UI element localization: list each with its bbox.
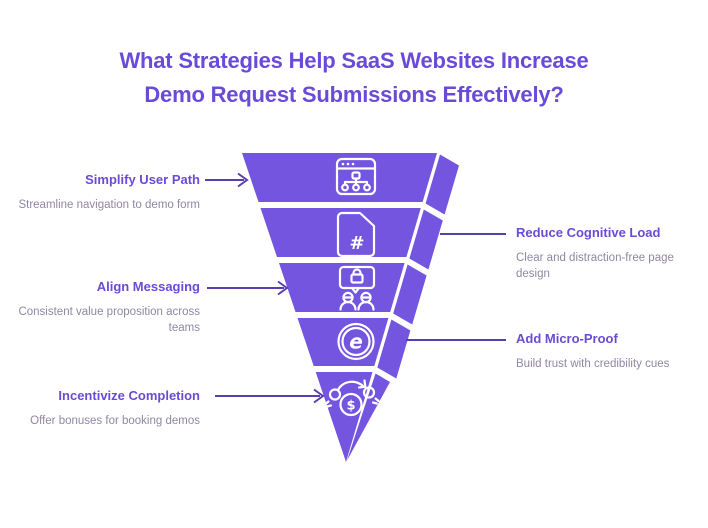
label-align-messaging: Align Messaging Consistent value proposi… [18,279,200,336]
label-description: Build trust with credibility cues [516,358,670,370]
label-description: Clear and distraction-free page design [516,252,674,280]
funnel-tier-3-side [393,264,427,325]
file-hashtag-icon: # [336,211,376,258]
arrow-align-messaging [207,280,289,296]
secure-meeting-icon [338,265,376,311]
funnel-tiers [242,153,459,462]
e-commerce-circle-icon: e [337,322,375,361]
label-description: Streamline navigation to demo form [18,199,200,211]
hashtag-glyph: # [349,233,364,254]
funnel-tier-1 [242,153,437,202]
page-title-line1: What Strategies Help SaaS Websites Incre… [119,48,589,73]
funnel-tier-2-side [409,209,443,270]
label-description: Offer bonuses for booking demos [30,415,200,427]
money-exchange-icon: $ [324,379,380,417]
label-incentivize-completion: Incentivize Completion Offer bonuses for… [10,388,200,429]
label-heading: Align Messaging [96,279,200,294]
funnel-tier-1-side [425,154,459,215]
page-title-line2: Demo Request Submissions Effectively? [144,82,564,107]
label-heading: Add Micro-Proof [516,331,618,346]
funnel-tier-2 [260,208,421,257]
sitemap-browser-icon [335,157,377,196]
arrow-simplify-user-path [205,172,249,188]
label-description: Consistent value proposition across team… [18,306,200,334]
page-title: What Strategies Help SaaS Websites Incre… [0,44,708,112]
dollar-glyph: $ [346,399,355,414]
label-heading: Reduce Cognitive Load [516,225,661,240]
label-reduce-cognitive-load: Reduce Cognitive Load Clear and distract… [516,225,688,282]
arrow-incentivize-completion [215,388,325,404]
e-glyph: e [349,330,363,354]
funnel-tier-4-side [377,319,411,379]
connectors [205,172,506,404]
funnel-tier-5-side [347,373,390,461]
label-heading: Simplify User Path [85,172,200,187]
label-simplify-user-path: Simplify User Path Streamline navigation… [18,172,200,213]
label-heading: Incentivize Completion [58,388,200,403]
label-add-micro-proof: Add Micro-Proof Build trust with credibi… [516,331,708,372]
